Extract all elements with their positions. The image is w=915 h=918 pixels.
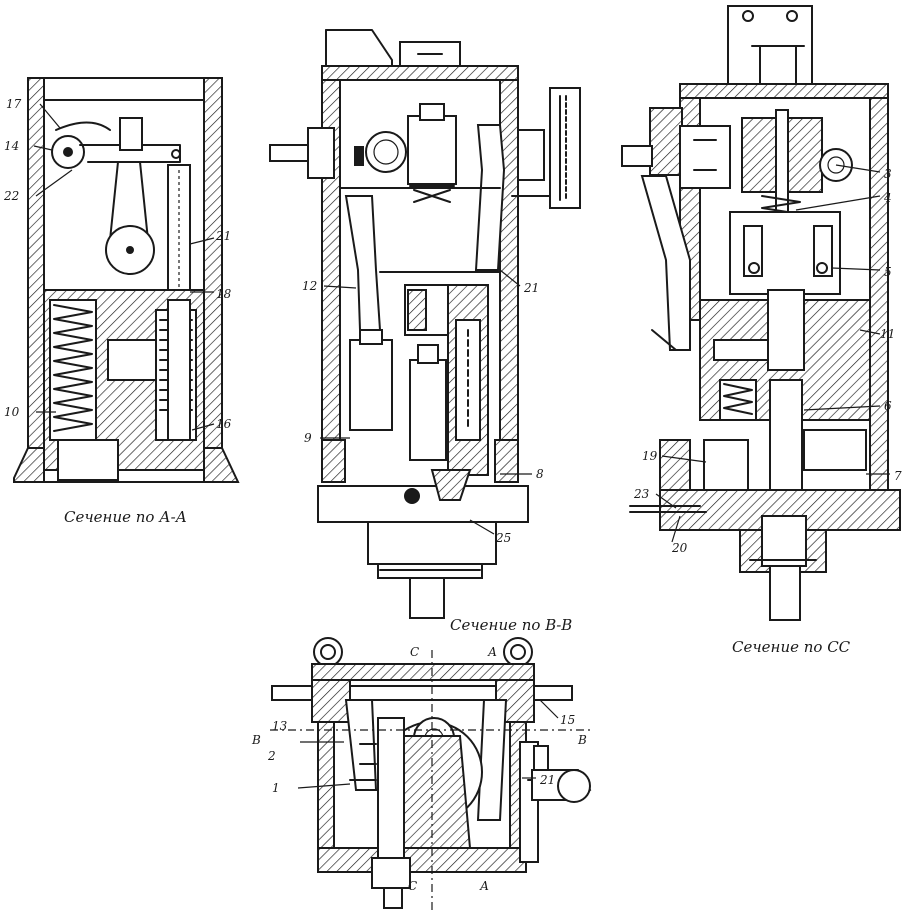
callout-15: 15 (560, 713, 575, 727)
caption-section-aa: Сечение по А-А (64, 508, 187, 526)
section-aa-view (13, 77, 240, 483)
callout-10: 10 (4, 405, 20, 419)
section-cc-view (621, 5, 901, 621)
callout-11: 11 (880, 327, 895, 341)
callout-2: 2 (267, 749, 276, 763)
callout-22: 22 (3, 189, 19, 203)
caption-section-cc: Сечение по СС (732, 638, 851, 656)
mark-c-top: С (410, 645, 419, 659)
callout-5: 5 (884, 265, 892, 279)
callout-19: 19 (642, 449, 658, 463)
mark-a-top: А (487, 645, 497, 659)
callout-12: 12 (302, 279, 317, 293)
callout-18: 18 (216, 287, 232, 301)
callout-7: 7 (894, 469, 902, 483)
callout-21-front: 21 (523, 281, 539, 295)
callout-25: 25 (495, 531, 511, 545)
callout-6: 6 (884, 399, 892, 413)
mark-c-bottom: С (408, 879, 417, 893)
mark-b-left: В (251, 733, 261, 747)
callout-1: 1 (272, 781, 280, 795)
mark-b-right: В (577, 733, 587, 747)
mark-a-bottom: А (479, 879, 489, 893)
callout-21-bb: 21 (539, 773, 555, 787)
callout-3: 3 (884, 167, 892, 181)
section-bb-view (270, 637, 592, 912)
spring-10 (53, 304, 93, 432)
callout-9: 9 (304, 431, 312, 445)
callout-20: 20 (671, 541, 688, 555)
front-view (269, 29, 581, 619)
callout-21-aa: 21 (215, 229, 231, 243)
callout-17: 17 (6, 97, 22, 111)
callout-16: 16 (216, 417, 232, 431)
callout-13: 13 (272, 719, 288, 733)
caption-section-bb: Сечение по В-В (450, 616, 572, 634)
callout-23: 23 (633, 487, 650, 501)
callout-8: 8 (536, 467, 544, 481)
callout-14: 14 (4, 139, 19, 153)
callout-4: 4 (883, 191, 892, 205)
